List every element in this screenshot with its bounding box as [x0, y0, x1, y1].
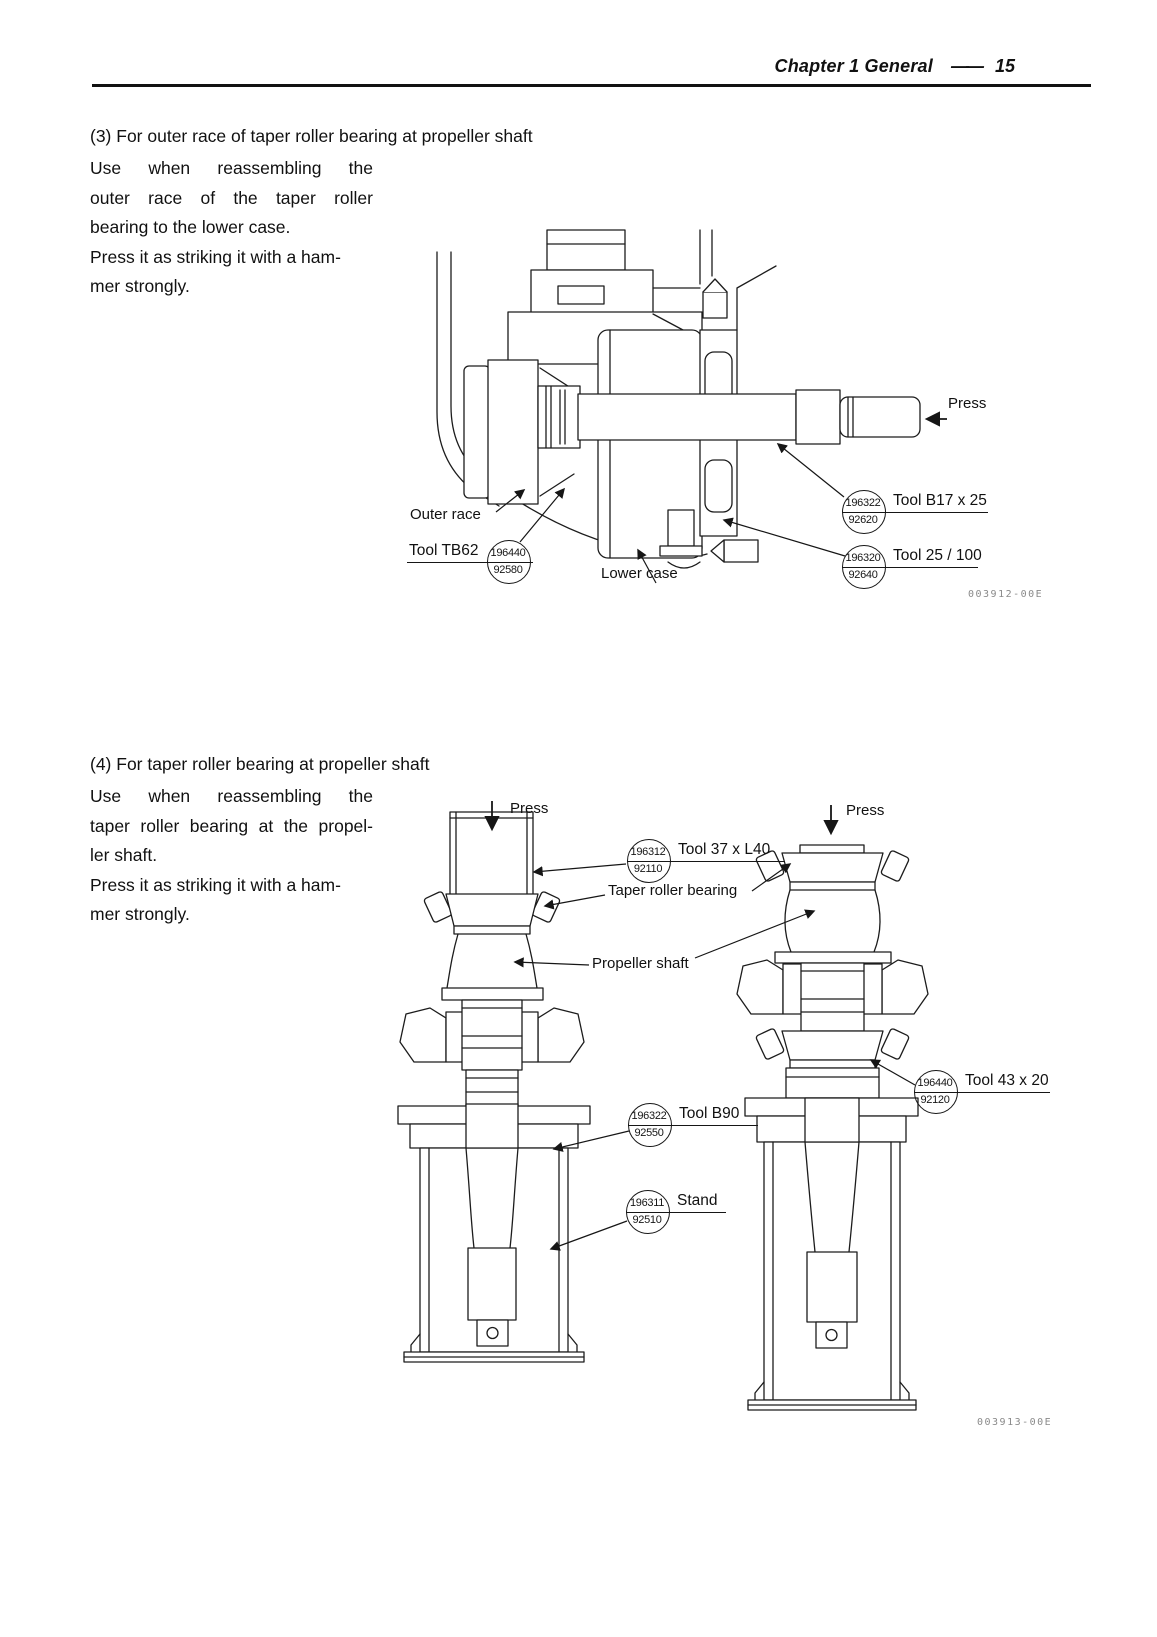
- press-left-label: Press: [510, 800, 549, 817]
- callout-underline: [914, 1091, 1050, 1094]
- paragraph-line: ler shaft.: [90, 845, 158, 865]
- part-number-circle: 196440 92580: [487, 540, 531, 584]
- part-number-bottom: 92580: [493, 564, 523, 576]
- figure2-code: 003913-00E: [977, 1417, 1053, 1428]
- tool-b90-label: Tool B90: [679, 1105, 740, 1122]
- paragraph-line: bearing to the lower case.: [90, 217, 291, 237]
- page-header: Chapter 1 General —— 15: [92, 56, 1016, 77]
- callout-underline: [842, 511, 988, 514]
- outer-race-label: Outer race: [410, 506, 481, 523]
- part-number-circle: 196440 92120: [914, 1070, 958, 1114]
- part-number-top: 196322: [845, 497, 881, 509]
- part-number-circle: 196312 92110: [627, 839, 671, 883]
- lower-case-label: Lower case: [601, 565, 678, 582]
- part-number-bottom: 92510: [632, 1214, 662, 1226]
- callout-tool-37xl40: 196312 92110 Tool 37 x L40: [627, 839, 785, 885]
- section-3-heading: (3) For outer race of taper roller beari…: [90, 126, 533, 146]
- callout-tool-b17x25: 196322 92620 Tool B17 x 25: [842, 490, 988, 536]
- paragraph-line: mer strongly.: [90, 904, 190, 924]
- section-4: (4) For taper roller bearing at propelle…: [90, 754, 429, 930]
- callout-underline: [407, 561, 533, 564]
- stand-label: Stand: [677, 1192, 718, 1209]
- part-number-circle: 196311 92510: [626, 1190, 670, 1234]
- paragraph-line: Press it as striking it with a ham-: [90, 246, 341, 267]
- tool-tb62-label: Tool TB62: [409, 542, 479, 559]
- section-4-heading: (4) For taper roller bearing at propelle…: [90, 754, 430, 774]
- part-number-circle: 196322 92550: [628, 1103, 672, 1147]
- callout-underline: [626, 1211, 726, 1214]
- propeller-shaft-label: Propeller shaft: [592, 955, 689, 972]
- press-right-label: Press: [846, 802, 885, 819]
- taper-roller-bearing-label: Taper roller bearing: [608, 882, 738, 899]
- paragraph-line: outer race of the taper roller: [90, 187, 373, 208]
- press-label: Press: [948, 395, 987, 412]
- paragraph-line: mer strongly.: [90, 276, 190, 296]
- part-number-bottom: 92120: [920, 1094, 950, 1106]
- callout-underline: [842, 566, 978, 569]
- tool-b17x25-label: Tool B17 x 25: [893, 492, 987, 509]
- section-4-paragraph: Use when reassembling the taper roller b…: [90, 782, 373, 930]
- header-rule: [92, 84, 1091, 87]
- paragraph-line: Use when reassembling the: [90, 786, 373, 806]
- chapter-title: Chapter 1 General: [774, 56, 933, 76]
- part-number-top: 196312: [630, 846, 666, 858]
- part-number-circle: 196320 92640: [842, 545, 886, 589]
- part-number-bottom: 92110: [633, 863, 663, 875]
- part-number-bottom: 92550: [634, 1127, 664, 1139]
- callout-tool-25-100: 196320 92640 Tool 25 / 100: [842, 545, 982, 591]
- figure2-right-assembly-drawing: [736, 844, 929, 1411]
- part-number-bottom: 92640: [848, 569, 878, 581]
- figure1-callout-leaders: [495, 443, 846, 584]
- tool-37xl40-label: Tool 37 x L40: [678, 841, 771, 858]
- paragraph-line: Press it as striking it with a ham-: [90, 874, 341, 895]
- part-number-top: 196311: [629, 1197, 665, 1209]
- callout-stand: 196311 92510 Stand: [626, 1190, 726, 1236]
- callout-tool-43x20: 196440 92120 Tool 43 x 20: [914, 1070, 1050, 1116]
- paragraph-line: Use when reassembling the: [90, 158, 373, 178]
- part-number-top: 196320: [845, 552, 881, 564]
- part-number-bottom: 92620: [848, 514, 878, 526]
- tool-25-100-label: Tool 25 / 100: [893, 547, 982, 564]
- section-3-paragraph: Use when reassembling the outer race of …: [90, 154, 373, 302]
- part-number-top: 196322: [631, 1110, 667, 1122]
- part-number-top: 196440: [490, 547, 526, 559]
- callout-tool-tb62: Tool TB62 196440 92580: [407, 540, 533, 586]
- tool-43x20-label: Tool 43 x 20: [965, 1072, 1049, 1089]
- header-dash: ——: [950, 56, 984, 76]
- figure1-code: 003912-00E: [968, 589, 1044, 600]
- part-number-circle: 196322 92620: [842, 490, 886, 534]
- callout-underline: [628, 1124, 758, 1127]
- callout-tool-b90: 196322 92550 Tool B90: [628, 1103, 758, 1149]
- section-3: (3) For outer race of taper roller beari…: [90, 126, 533, 302]
- paragraph-line: taper roller bearing at the propel-: [90, 815, 373, 836]
- page-number: 15: [994, 56, 1015, 76]
- part-number-top: 196440: [917, 1077, 953, 1089]
- callout-underline: [627, 860, 785, 863]
